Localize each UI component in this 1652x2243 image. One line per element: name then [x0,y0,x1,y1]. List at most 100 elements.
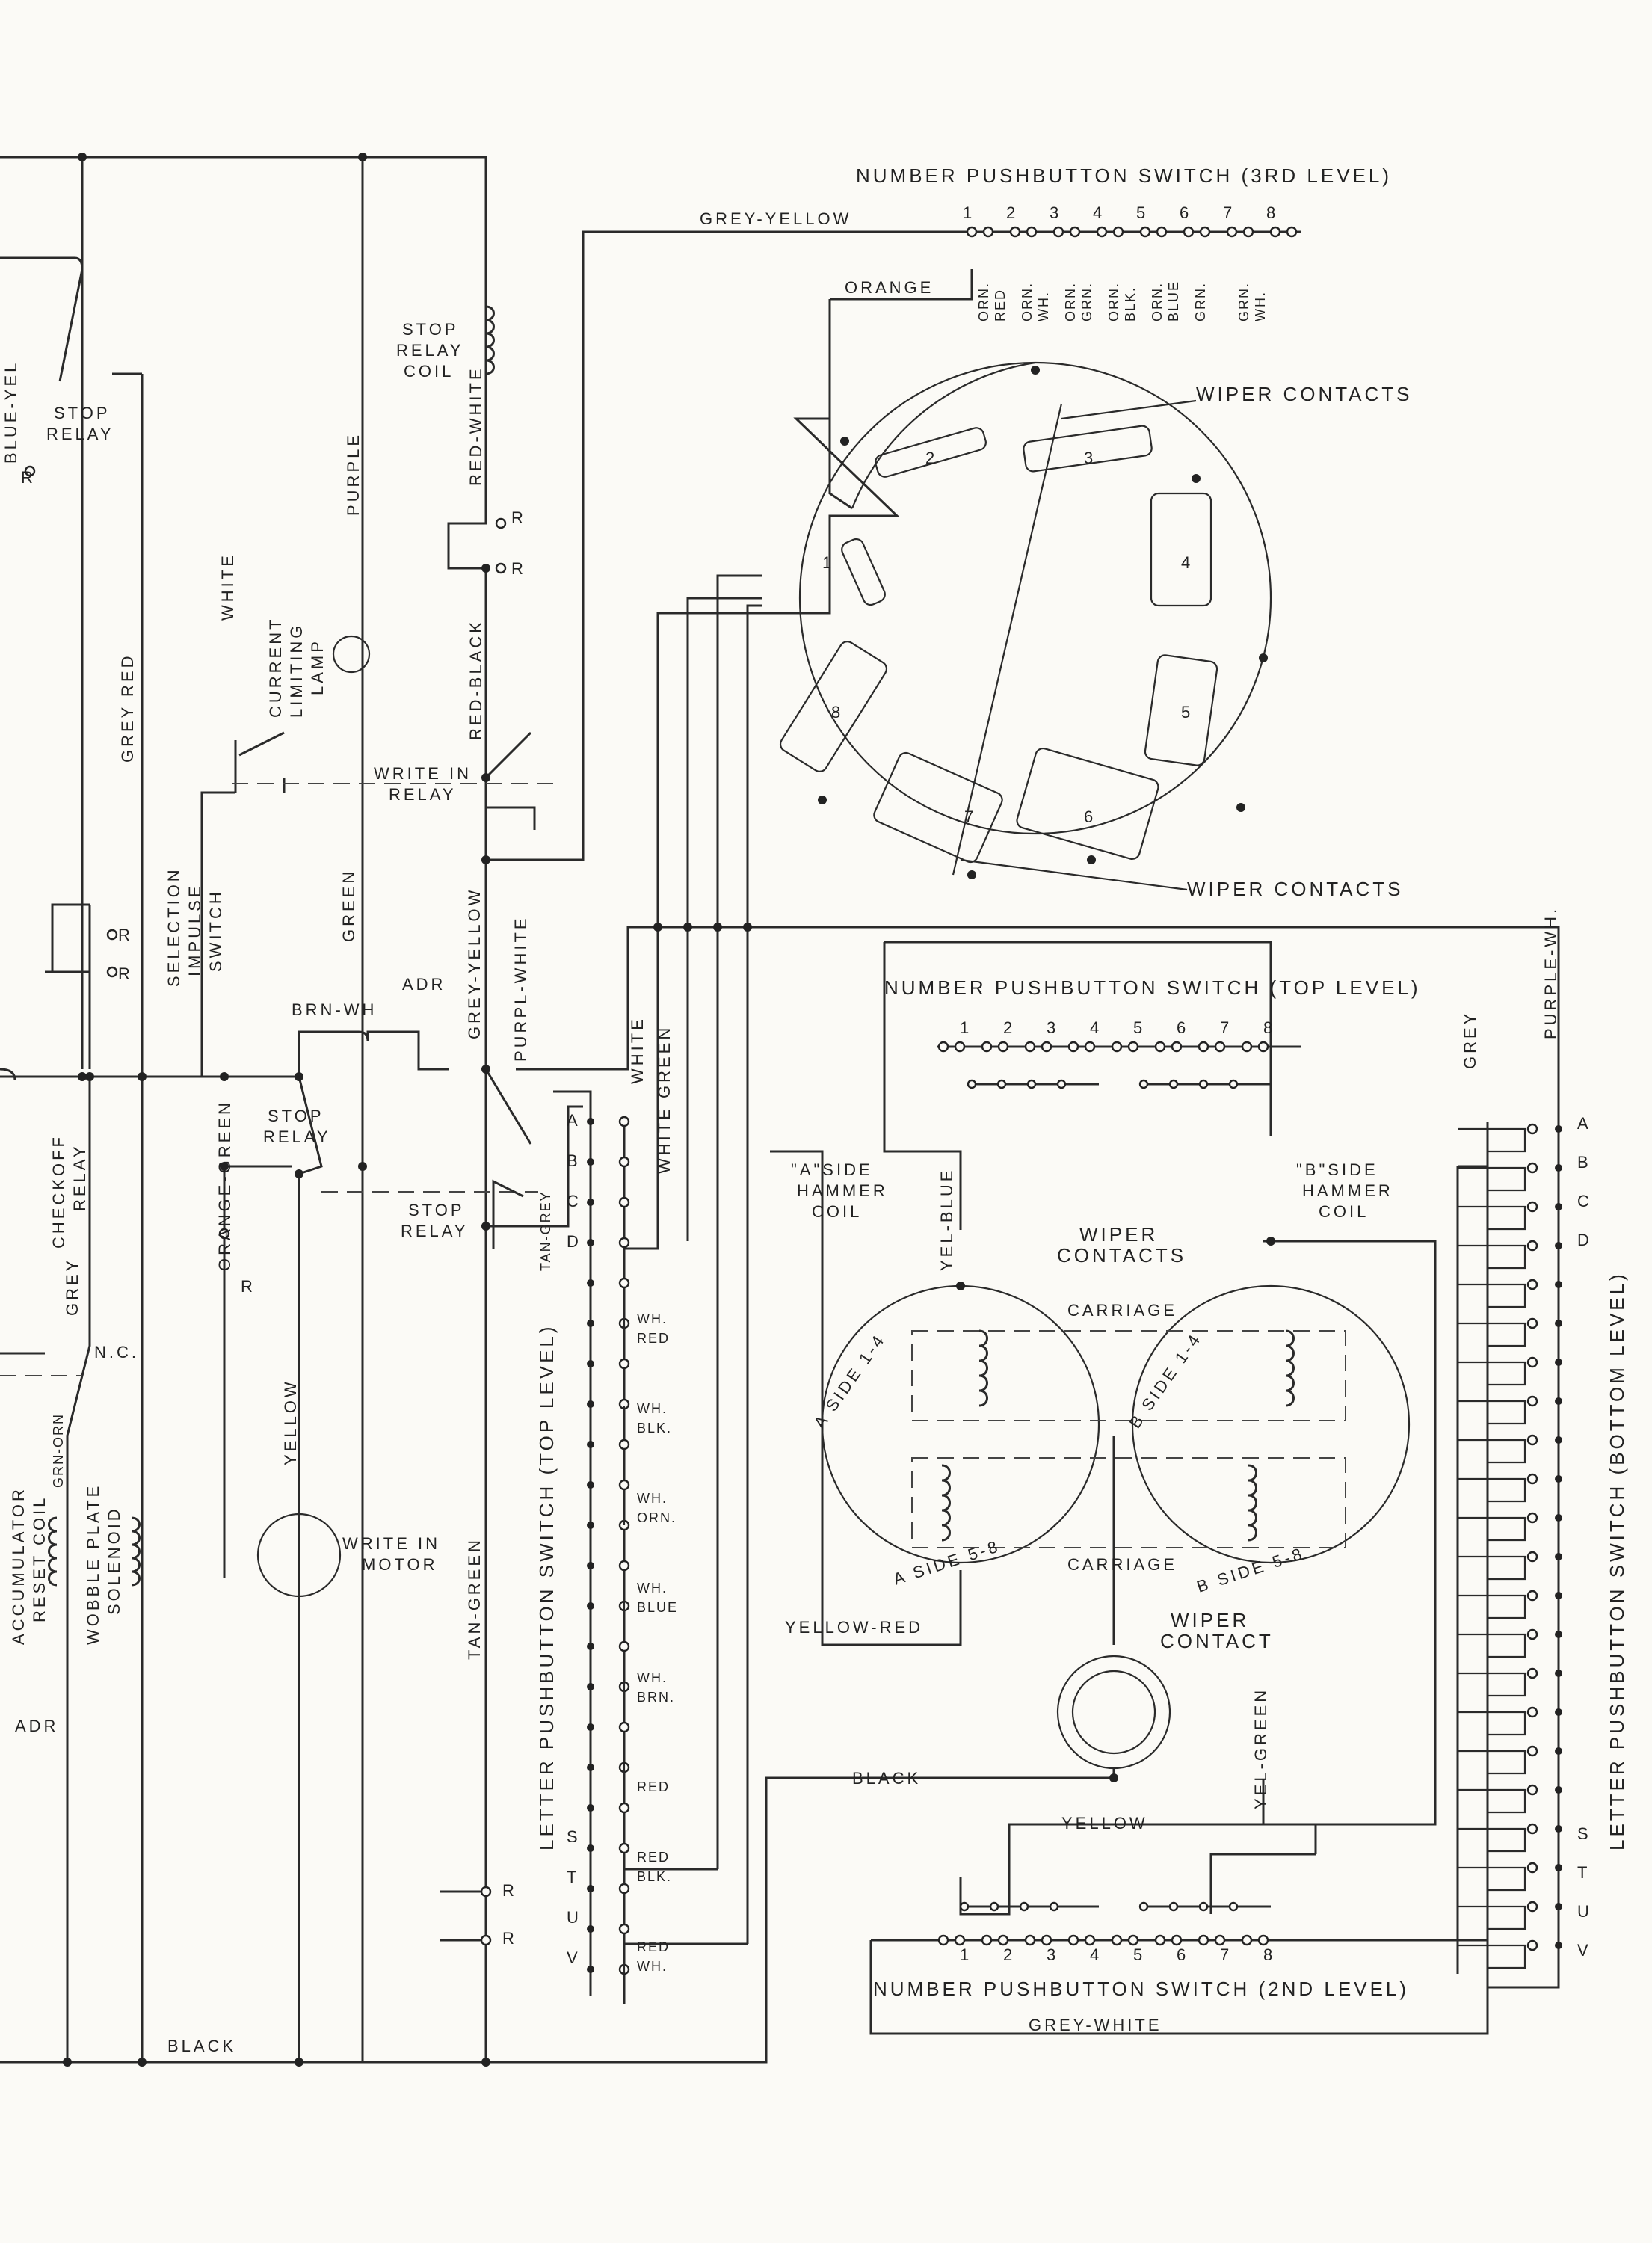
junction-dot [840,437,849,446]
terminal [1198,1079,1209,1089]
letter-switch-row [1458,1205,1526,1231]
write-in-motor-label-1: WRITE IN [342,1534,440,1553]
terminal [1024,1041,1036,1053]
number-switch-2nd-level-title: NUMBER PUSHBUTTON SWITCH (2ND LEVEL) [873,1978,1409,2000]
carriage-label-top: CARRIAGE [1067,1301,1177,1320]
terminal [1096,226,1108,238]
junction-dot [78,153,87,161]
number-switch-3rd-level-title: NUMBER PUSHBUTTON SWITCH (3RD LEVEL) [856,164,1392,187]
wire [516,926,1560,1989]
junction-dot [1555,1903,1562,1910]
write-in-motor [256,1513,342,1598]
terminal [1084,1041,1096,1053]
wire [363,156,487,314]
switch-digit: 4 [1090,1018,1102,1037]
wire-grey-yellow-top: GREY-YELLOW [700,209,851,228]
junction-dot [1555,1786,1562,1794]
selection-switch-label-1: SELECTION [164,867,183,987]
relay-r-label: R [511,559,526,578]
junction-dot [587,1360,594,1367]
terminal [982,226,994,238]
switch-digit: 2 [1003,1945,1015,1964]
terminal [954,1934,966,1946]
relay-r-label: R [118,964,133,983]
wire [0,256,84,270]
junction-dot [743,923,752,932]
wire-color-code: WH. [1253,291,1268,321]
b-side-hammer-label-3: COIL [1319,1202,1369,1221]
b-side-14-label: B SIDE 1-4 [1126,1329,1206,1432]
junction-dot [295,1072,303,1081]
wire-tan-grey: TAN-GREY [538,1190,553,1271]
terminal [1049,1901,1059,1912]
terminal [1127,1041,1139,1053]
terminal [1198,1901,1209,1912]
coil [1248,1464,1257,1542]
terminal [1052,226,1064,238]
switch-digit: 3 [1050,203,1061,222]
terminal [618,1439,630,1450]
terminal [1526,1434,1538,1446]
terminal [1242,226,1254,238]
terminal [1526,1123,1538,1135]
segment-number: 5 [1181,703,1193,721]
wire [959,1823,1317,1916]
junction-dot [587,1118,594,1125]
junction-dot [587,1723,594,1731]
checkoff-relay-label-1: CHECKOFF [49,1134,68,1249]
junction-dot [1555,1864,1562,1871]
terminal [1526,1667,1538,1679]
wire [484,230,938,861]
junction-dot [587,1602,594,1610]
terminal [1526,1395,1538,1407]
junction-dot [481,1222,490,1231]
switch-digit: 6 [1177,1018,1189,1037]
letter-switch-row [1458,1633,1526,1658]
stop-relay-coil-label-1: STOP [402,320,459,339]
junction-dot [1259,653,1268,662]
junction-dot [587,1239,594,1246]
relay-r-label: R [21,468,36,487]
nc-label: N.C. [94,1343,139,1362]
junction-dot [1087,855,1096,864]
letter-wire-code: WH. [637,1670,668,1685]
switch-digit: 1 [960,1945,972,1964]
terminal [480,1934,492,1946]
relay-r-label: R [118,926,133,944]
junction-dot [1555,1397,1562,1405]
wire-black-left: BLACK [167,2037,236,2055]
terminal [495,517,507,529]
terminal [1198,1934,1209,1946]
coil [1285,1329,1295,1407]
letter-switch-row [1458,1477,1526,1503]
switch-letter: B [567,1151,581,1170]
wire [440,1890,487,1942]
junction-dot [683,923,692,932]
switch-contact [492,1179,524,1249]
switch-digit: 8 [1266,203,1278,222]
letter-wire-code: WH. [637,1311,668,1326]
terminal [997,1041,1009,1053]
switch-digit: 6 [1177,1945,1189,1964]
terminal [1171,1041,1183,1053]
wire [624,1868,748,1945]
terminal [1084,1934,1096,1946]
terminal [1111,1934,1123,1946]
letter-switch-row [1458,1672,1526,1697]
carriage-label-bottom: CARRIAGE [1067,1555,1177,1574]
switch-letter: V [567,1948,581,1967]
terminal [1269,226,1281,238]
wire-color-code: ORN. [976,282,991,321]
terminal [1138,1079,1149,1089]
switch-letter: V [1577,1941,1591,1960]
adr-label-left: ADR [15,1717,58,1735]
junction-dot [1266,1237,1275,1246]
current-limiting-lamp-label-3: LAMP [308,639,327,695]
junction-dot [481,773,490,782]
letter-wire-code: WH. [637,1959,668,1974]
junction-dot [358,1162,367,1171]
wire-color-code: ORN. [1150,282,1165,321]
junction-dot [1555,1553,1562,1560]
terminal [618,1196,630,1208]
